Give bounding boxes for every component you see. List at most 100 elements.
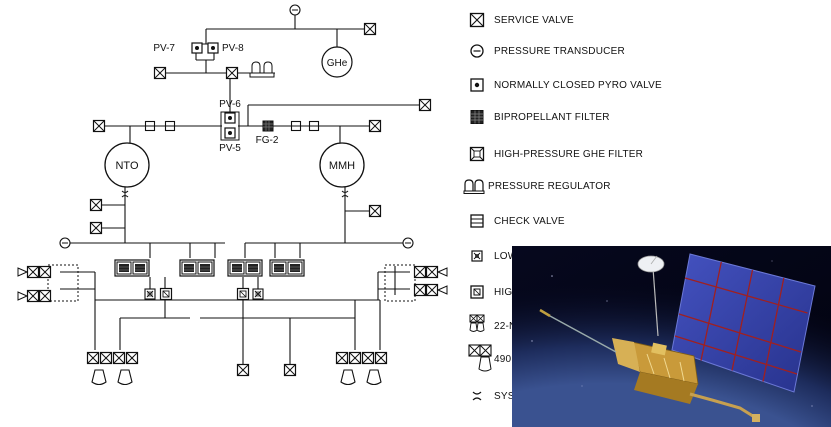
legend-item-pyro-valve: NORMALLY CLOSED PYRO VALVE <box>468 76 662 94</box>
pyro-valve-pv6 <box>224 112 236 124</box>
low-pressure-valve-icon <box>471 250 483 262</box>
legend-label: NORMALLY CLOSED PYRO VALVE <box>494 79 662 91</box>
ghe-filter-icon <box>469 146 485 162</box>
service-valve <box>368 204 382 218</box>
service-valve <box>38 265 52 279</box>
bipropellant-filter-cluster <box>114 259 150 277</box>
legend-label: LOW <box>494 250 518 262</box>
label-pv6: PV-6 <box>219 99 241 110</box>
legend-label: 490 <box>494 353 512 365</box>
service-valve <box>125 351 139 365</box>
high-pressure-valve <box>159 287 173 301</box>
pyro-valve-pv5 <box>224 127 236 139</box>
mmh-tank <box>319 142 365 188</box>
check-valve-icon <box>470 214 484 228</box>
legend-item-check-valve: CHECK VALVE <box>468 212 565 230</box>
thruster-490n <box>91 369 107 386</box>
thruster-490n <box>340 369 356 386</box>
service-valve <box>26 265 40 279</box>
legend-item-pressure-transducer: PRESSURE TRANSDUCER <box>468 42 625 60</box>
service-valve <box>153 66 167 80</box>
system-orifice-icon <box>472 391 482 401</box>
service-valve <box>283 363 297 377</box>
high-pressure-valve-icon <box>470 285 484 299</box>
legend-item-thruster-490n: 490 <box>468 344 511 374</box>
pressure-transducer-icon <box>470 44 484 58</box>
legend-label: PRESSURE TRANSDUCER <box>494 45 625 57</box>
label-fg2: FG-2 <box>256 135 279 146</box>
service-valve <box>363 22 377 36</box>
solar-array <box>671 253 816 393</box>
low-pressure-valve <box>144 288 156 300</box>
nto-tank <box>104 142 150 188</box>
thruster-22n-cluster-left <box>17 267 29 301</box>
service-valve <box>368 119 382 133</box>
bipropellant-filter-icon <box>470 110 484 124</box>
thruster-22n-icon <box>469 314 485 332</box>
legend-item-system-orifice: SYS <box>468 387 515 405</box>
service-valve <box>112 351 126 365</box>
low-pressure-valve <box>252 288 264 300</box>
check-valve <box>308 120 320 132</box>
pressure-transducer-right <box>402 237 414 249</box>
bipropellant-filter-cluster <box>227 259 263 277</box>
service-valve-icon <box>469 12 485 28</box>
service-valve <box>335 351 349 365</box>
bipropellant-filter-cluster <box>179 259 215 277</box>
ghe-tank <box>321 46 353 78</box>
pressure-regulator <box>249 61 275 78</box>
legend-item-high-pressure-valve: HIG <box>468 283 512 301</box>
service-valve <box>418 98 432 112</box>
label-nto: NTO <box>115 160 138 172</box>
legend-item-bipropellant-filter: BIPROPELLANT FILTER <box>468 108 610 126</box>
thruster-490n-icon <box>468 344 492 372</box>
high-pressure-valve <box>236 287 250 301</box>
spacecraft-photo <box>512 246 831 427</box>
legend-label: BIPROPELLANT FILTER <box>494 111 610 123</box>
service-valve <box>89 198 103 212</box>
thruster-490n <box>117 369 133 386</box>
check-valve <box>144 120 156 132</box>
service-valve <box>26 289 40 303</box>
propulsion-schematic: PV-7 PV-8 GHe PV-6 PV-5 FG-2 NTO MMH <box>17 4 448 386</box>
legend-item-service-valve: SERVICE VALVE <box>468 11 574 29</box>
service-valve <box>99 351 113 365</box>
thruster-490n <box>366 369 382 386</box>
service-valve <box>374 351 388 365</box>
pyro-valve-pv7 <box>191 42 203 54</box>
pyro-valve-pv8 <box>207 42 219 54</box>
legend-label: 22-N <box>494 320 517 332</box>
legend-label: PRESSURE REGULATOR <box>488 180 611 192</box>
service-valve <box>225 66 239 80</box>
spacecraft-bus <box>612 338 699 404</box>
label-mmh: MMH <box>329 160 355 172</box>
legend-item-thruster-22n: 22-N <box>468 313 516 339</box>
legend-label: SERVICE VALVE <box>494 14 574 26</box>
legend-item-low-pressure-valve: LOW <box>468 247 517 265</box>
pyro-valve-icon <box>470 78 484 92</box>
pressure-transducer-left <box>59 237 71 249</box>
service-valve <box>89 221 103 235</box>
check-valve <box>290 120 302 132</box>
service-valve <box>413 283 427 297</box>
service-valve <box>38 289 52 303</box>
service-valve <box>92 119 106 133</box>
pressure-regulator-icon <box>463 179 485 194</box>
legend-label: HIGH-PRESSURE GHe FILTER <box>494 148 644 160</box>
bipropellant-filter-fg2 <box>262 120 274 132</box>
legend-label: SYS <box>494 390 515 402</box>
legend-item-ghe-filter: HIGH-PRESSURE GHe FILTER <box>468 145 643 163</box>
legend-label: HIG <box>494 286 513 298</box>
legend-item-pressure-regulator: PRESSURE REGULATOR <box>462 177 611 195</box>
service-valve <box>236 363 250 377</box>
service-valve <box>86 351 100 365</box>
service-valve <box>413 265 427 279</box>
thruster-22n-cluster-right <box>436 267 448 295</box>
bipropellant-filter-cluster <box>269 259 305 277</box>
service-valve <box>348 351 362 365</box>
label-pv8: PV-8 <box>222 43 244 54</box>
pressure-transducer-top <box>289 4 301 16</box>
label-pv5: PV-5 <box>219 143 241 154</box>
label-ghe: GHe <box>327 58 348 69</box>
service-valve <box>361 351 375 365</box>
